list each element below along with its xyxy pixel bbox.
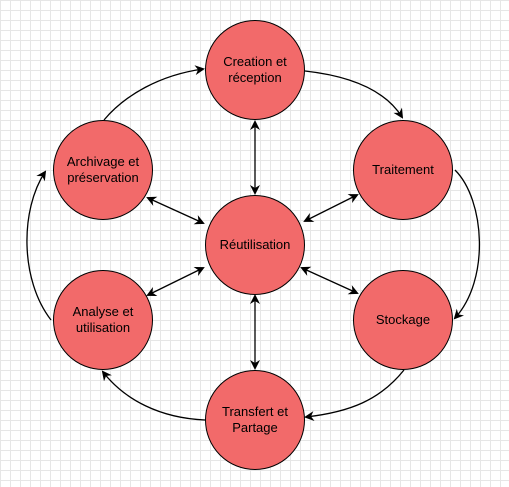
- node-traitement-label: Traitement: [372, 162, 434, 177]
- node-traitement[interactable]: Traitement: [353, 120, 453, 220]
- node-transfert[interactable]: Transfert et Partage: [205, 370, 305, 470]
- node-reutilisation[interactable]: Réutilisation: [205, 195, 305, 295]
- arrow-center-archivage: [146, 196, 205, 225]
- node-analyse[interactable]: Analyse et utilisation: [53, 270, 153, 370]
- arrow-center-analyse: [146, 267, 205, 296]
- arrow-center-stockage: [300, 266, 359, 295]
- node-reutilisation-label: Réutilisation: [219, 237, 291, 252]
- arrow-stockage-to-transfert: [304, 369, 405, 422]
- node-archivage-label: Archivage et préservation: [66, 154, 140, 185]
- node-creation-label: Creation et réception: [223, 54, 287, 85]
- arrow-analyse-to-archivage: [26, 170, 52, 321]
- node-creation[interactable]: Creation et réception: [205, 20, 305, 120]
- node-transfert-label: Transfert et Partage: [222, 404, 288, 435]
- arrow-creation-to-traitement: [304, 70, 404, 119]
- node-stockage-label: Stockage: [375, 312, 431, 327]
- node-analyse-label: Analyse et utilisation: [72, 304, 134, 335]
- node-stockage[interactable]: Stockage: [353, 270, 453, 370]
- arrow-transfert-to-analyse: [101, 370, 206, 421]
- node-archivage[interactable]: Archivage et préservation: [53, 120, 153, 220]
- arrow-archivage-to-creation: [103, 65, 205, 121]
- arrow-center-traitement: [303, 194, 359, 222]
- arrow-traitement-to-stockage: [453, 169, 481, 320]
